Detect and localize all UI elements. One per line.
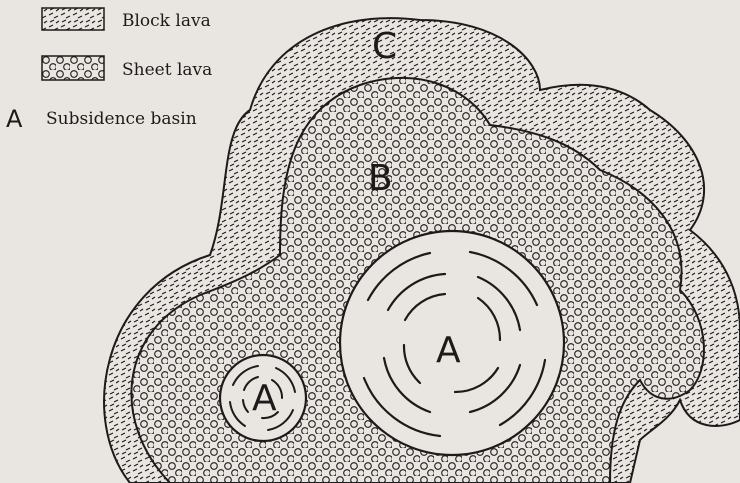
label-a-small: A: [252, 378, 277, 419]
sheet-lava-swatch: [42, 56, 104, 80]
label-c: C: [372, 26, 397, 67]
legend-sheet-lava: Sheet lava: [122, 60, 212, 80]
label-b: B: [368, 158, 393, 199]
block-lava-swatch: [42, 8, 104, 30]
legend: Block lava Sheet lava A Subsidence basin: [6, 8, 212, 133]
legend-basin-symbol: A: [6, 105, 23, 133]
legend-subsidence-basin: Subsidence basin: [46, 109, 197, 129]
legend-block-lava: Block lava: [122, 11, 211, 31]
label-a-large: A: [436, 330, 461, 371]
